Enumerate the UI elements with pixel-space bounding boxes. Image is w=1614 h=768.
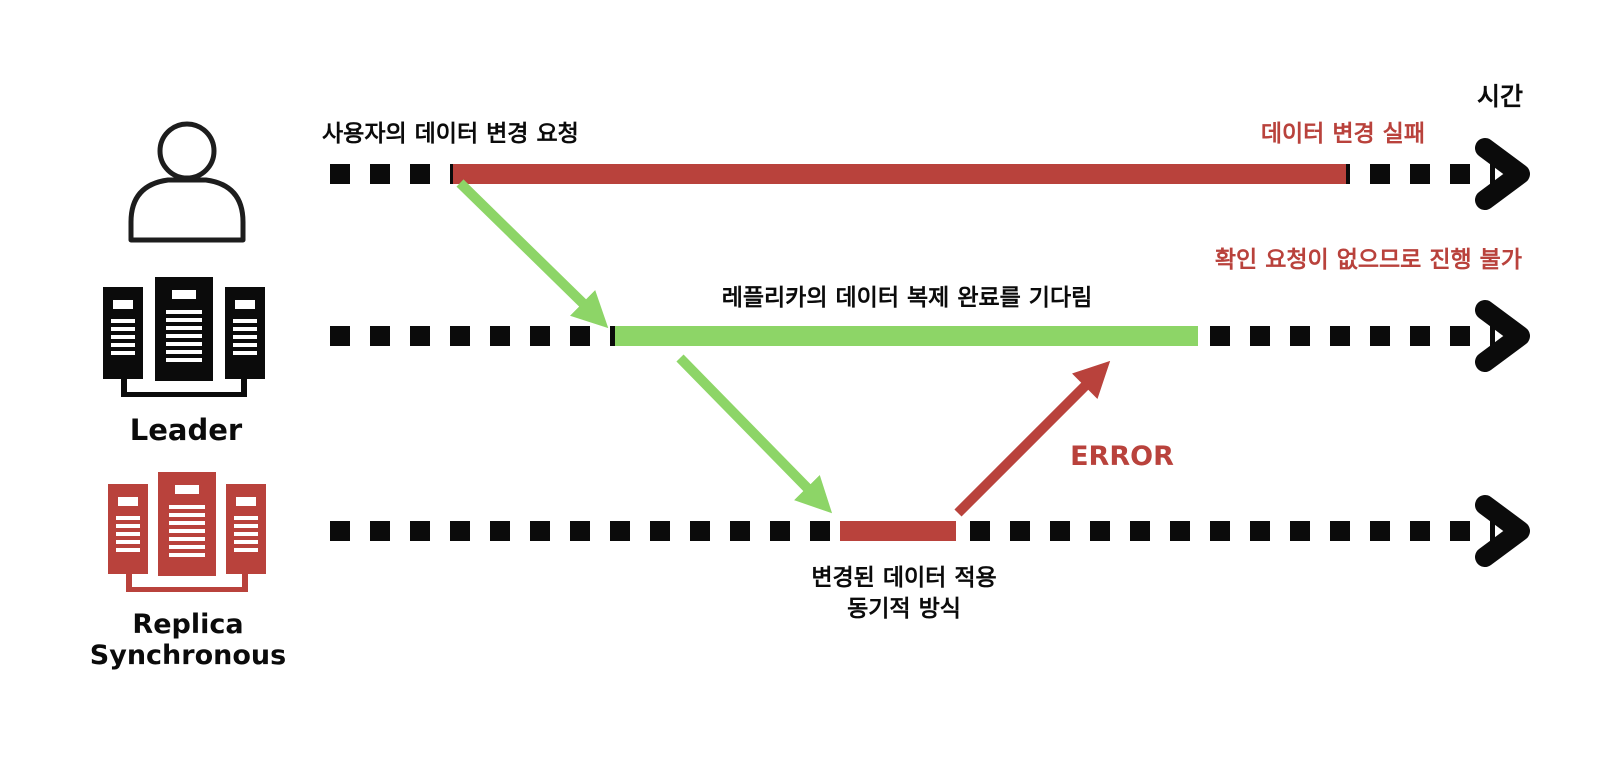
replica-timeline <box>330 495 1530 567</box>
user-icon <box>128 121 246 243</box>
error-arrow-replica-to-leader <box>954 360 1111 517</box>
time-axis-label: 시간 <box>1477 82 1523 111</box>
leader-timeline-arrowhead <box>1475 300 1530 372</box>
replicate-arrow-leader-to-replica <box>676 354 833 514</box>
replica-label-line2: Synchronous <box>90 640 286 671</box>
replica-label-line1: Replica <box>132 609 243 640</box>
user-timeline <box>330 138 1530 210</box>
user-timeline-arrowhead <box>1475 138 1530 210</box>
replica-apply-label-line2: 동기적 방식 <box>847 596 961 622</box>
replica-apply-label-line1: 변경된 데이터 적용 <box>811 565 996 591</box>
no-ack-blocked-label: 확인 요청이 없으므로 진행 불가 <box>1215 247 1522 273</box>
user-request-label: 사용자의 데이터 변경 요청 <box>322 121 579 147</box>
leader-label: Leader <box>130 413 243 447</box>
leader-server-icon <box>103 277 265 397</box>
change-failed-label: 데이터 변경 실패 <box>1261 121 1425 147</box>
error-label: ERROR <box>1070 441 1174 472</box>
replica-server-icon <box>108 472 266 592</box>
request-arrow-user-to-leader <box>456 179 609 329</box>
leader-waits-label: 레플리카의 데이터 복제 완료를 기다림 <box>722 285 1093 311</box>
replica-timeline-arrowhead <box>1475 495 1530 567</box>
leader-timeline <box>330 300 1530 372</box>
